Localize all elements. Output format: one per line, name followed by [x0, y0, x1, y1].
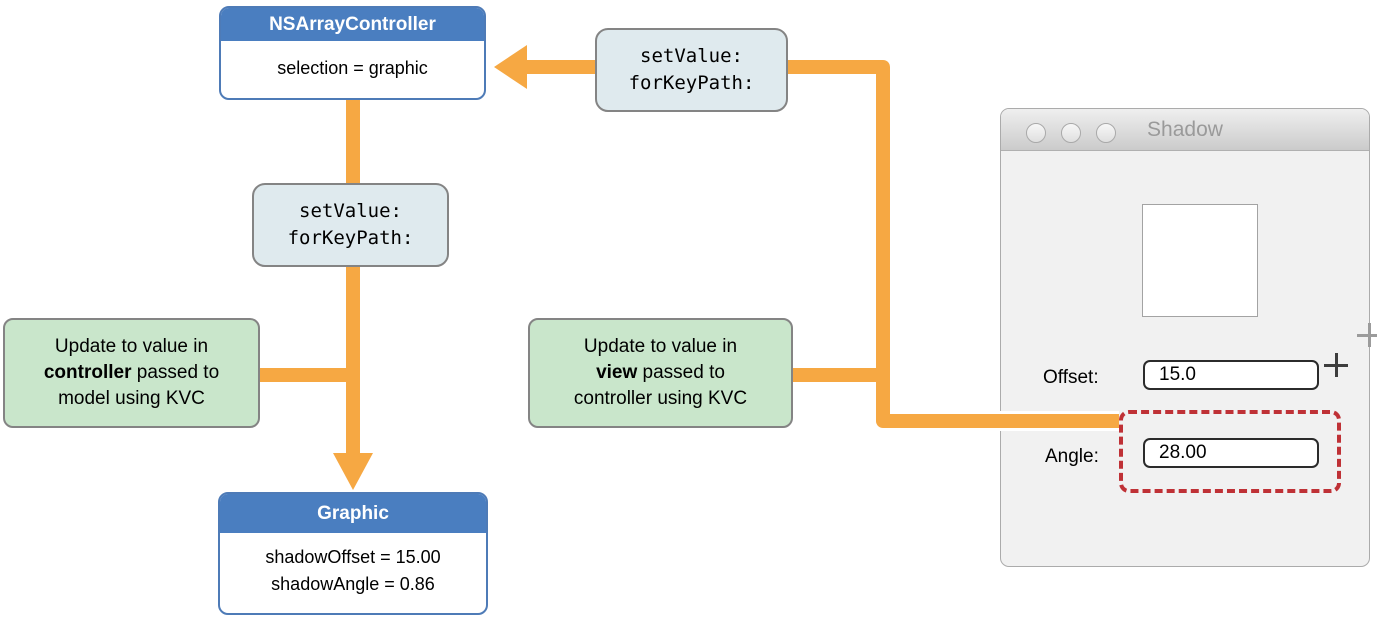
note-view-update: Update to value in view passed to contro… [528, 318, 793, 428]
minimize-button[interactable] [1061, 123, 1081, 143]
graphic-title: Graphic [220, 494, 486, 533]
offset-input[interactable] [1143, 360, 1319, 390]
forkeypath-line: forKeyPath: [628, 72, 755, 94]
window-title: Shadow [1147, 118, 1223, 141]
plus-icon[interactable] [1357, 323, 1377, 347]
arrowhead-left-icon [494, 45, 527, 89]
note-line: Update to value in [583, 336, 738, 357]
angle-label: Angle: [1045, 446, 1099, 467]
shadow-inspector-window: Shadow Offset: Angle: [1000, 108, 1377, 567]
setvalue-call-box-view: setValue: forKeyPath: [595, 28, 788, 112]
note-controller-update: Update to value in controller passed to … [3, 318, 260, 428]
shadow-angle-value: shadowAngle = 0.86 [271, 574, 435, 594]
nsarraycontroller-box: NSArrayController selection = graphic [219, 6, 486, 100]
nsarraycontroller-selection: selection = graphic [277, 58, 428, 78]
close-button[interactable] [1026, 123, 1046, 143]
shadow-offset-value: shadowOffset = 15.00 [265, 547, 441, 567]
setvalue-line: setValue: [299, 200, 402, 222]
graphic-properties: shadowOffset = 15.00 shadowAngle = 0.86 [220, 533, 486, 598]
setvalue-call-box-controller: setValue: forKeyPath: [252, 183, 449, 267]
forkeypath-line: forKeyPath: [287, 227, 414, 249]
note-line: controller passed to [43, 362, 220, 383]
note-line: view passed to [596, 362, 725, 383]
note-line: model using KVC [58, 388, 205, 409]
graphic-model-box: Graphic shadowOffset = 15.00 shadowAngle… [218, 492, 488, 615]
setvalue-line: setValue: [640, 45, 743, 67]
plus-icon[interactable] [1324, 353, 1348, 377]
nsarraycontroller-title: NSArrayController [221, 8, 484, 41]
connector-controller-note [260, 368, 346, 382]
note-line: Update to value in [54, 336, 209, 357]
shadow-preview-well[interactable] [1142, 204, 1377, 377]
note-bold-word: controller [43, 362, 132, 383]
zoom-button[interactable] [1096, 123, 1116, 143]
window-titlebar[interactable]: Shadow [1001, 109, 1369, 151]
arrow-line-controller-to-model [346, 100, 360, 455]
arrowhead-down-icon [333, 453, 373, 490]
angle-highlight-box [1119, 410, 1341, 493]
note-line: controller using KVC [573, 388, 748, 409]
arrow-line-right-vertical [876, 60, 890, 428]
connector-view-note [793, 368, 876, 382]
offset-label: Offset: [1043, 367, 1099, 388]
note-bold-word: view [596, 362, 638, 383]
angle-input[interactable] [1143, 438, 1319, 468]
arrow-line-to-angle-field [890, 414, 1119, 428]
